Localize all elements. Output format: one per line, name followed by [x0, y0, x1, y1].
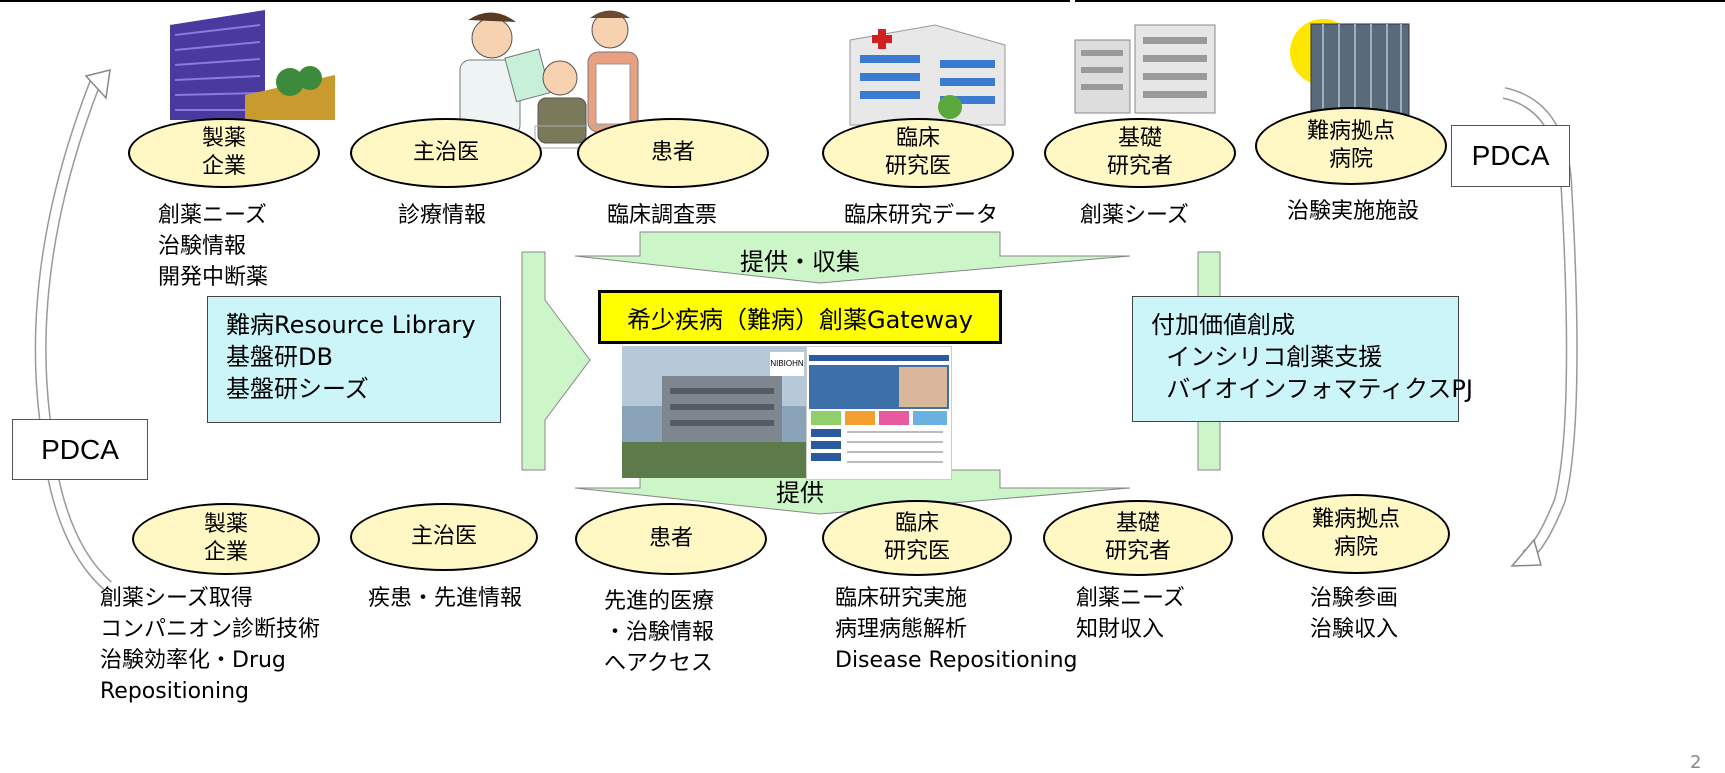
- patient-ellipse-top: 患者: [577, 118, 769, 188]
- gateway-website-thumbnail: [806, 346, 952, 480]
- attending-physician-info-top: 診療情報: [398, 203, 487, 228]
- pdca-label-right: PDCA: [1451, 125, 1570, 187]
- added-value-box: 付加価値創成 インシリコ創薬支援 バイオインフォマティクスPJ: [1132, 296, 1473, 422]
- basic-researcher-ellipse-top: 基礎 研究者: [1044, 118, 1236, 188]
- attending-physician-ellipse-bottom: 主治医: [350, 503, 538, 571]
- basic-researcher-info-top: 創薬シーズ: [1080, 203, 1189, 228]
- research-building-illustration: [1074, 24, 1216, 114]
- resource-box-line: 難病Resource Library: [226, 311, 476, 339]
- patient-info-bottom: 先進的医療 ・治験情報 へアクセス: [604, 589, 715, 676]
- base-hospital-illustration: [1290, 19, 1410, 118]
- basic-researcher-info-bottom: 創薬ニーズ 知財収入: [1076, 586, 1185, 642]
- top-frame-line-left: [0, 0, 1070, 2]
- basic-researcher-ellipse-bottom: 基礎 研究者: [1043, 500, 1233, 576]
- attending-physician-ellipse-top: 主治医: [350, 118, 542, 188]
- pharma-company-ellipse-bottom: 製薬 企業: [132, 503, 320, 575]
- pharma-company-info-top: 創薬ニーズ 治験情報 開発中断薬: [158, 203, 269, 290]
- top-frame-line-right: [1075, 0, 1725, 2]
- resource-box-line: 基盤研シーズ: [226, 375, 369, 403]
- base-hospital-ellipse-bottom: 難病拠点 病院: [1262, 494, 1450, 574]
- added-value-box-line: 付加価値創成: [1151, 311, 1295, 339]
- collect-arrow-label: 提供・収集: [740, 248, 860, 276]
- resource-library-box: 難病Resource Library 基盤研DB 基盤研シーズ: [207, 296, 501, 423]
- clinical-researcher-info-bottom: 臨床研究実施 病理病態解析 Disease Repositioning: [835, 586, 1078, 673]
- base-hospital-info-bottom: 治験参画 治験収入: [1310, 586, 1399, 642]
- pharma-company-ellipse-top: 製薬 企業: [128, 118, 320, 188]
- pharma-company-info-bottom: 創薬シーズ取得 コンパニオン診断技術 治験効率化・Drug Reposition…: [100, 586, 321, 704]
- attending-physician-info-bottom: 疾患・先進情報: [368, 586, 523, 611]
- gateway-title: 希少疾病（難病）創薬Gateway: [598, 290, 1002, 344]
- resource-box-line: 基盤研DB: [226, 343, 333, 371]
- added-value-box-line: インシリコ創薬支援: [1151, 343, 1383, 371]
- base-hospital-ellipse-top: 難病拠点 病院: [1255, 107, 1447, 185]
- patient-info-top: 臨床調査票: [607, 203, 718, 228]
- page-number: 2: [1690, 752, 1702, 773]
- institute-building-photo: NIBIOHN: [622, 346, 806, 478]
- base-hospital-info-top: 治験実施施設: [1287, 199, 1420, 224]
- pharma-building-illustration: [170, 10, 335, 120]
- provide-arrow-label: 提供: [776, 479, 824, 507]
- clinical-researcher-ellipse-top: 臨床 研究医: [822, 118, 1014, 188]
- patient-ellipse-bottom: 患者: [575, 503, 767, 575]
- institute-logo: NIBIOHN: [770, 352, 804, 376]
- added-value-box-line: バイオインフォマティクスPJ: [1151, 375, 1473, 403]
- pdca-label-left: PDCA: [12, 419, 148, 480]
- clinical-researcher-ellipse-bottom: 臨床 研究医: [822, 500, 1012, 576]
- doctor-patient-illustration: [459, 10, 639, 149]
- hospital-illustration: [849, 24, 1006, 126]
- clinical-researcher-info-top: 臨床研究データ: [844, 203, 999, 228]
